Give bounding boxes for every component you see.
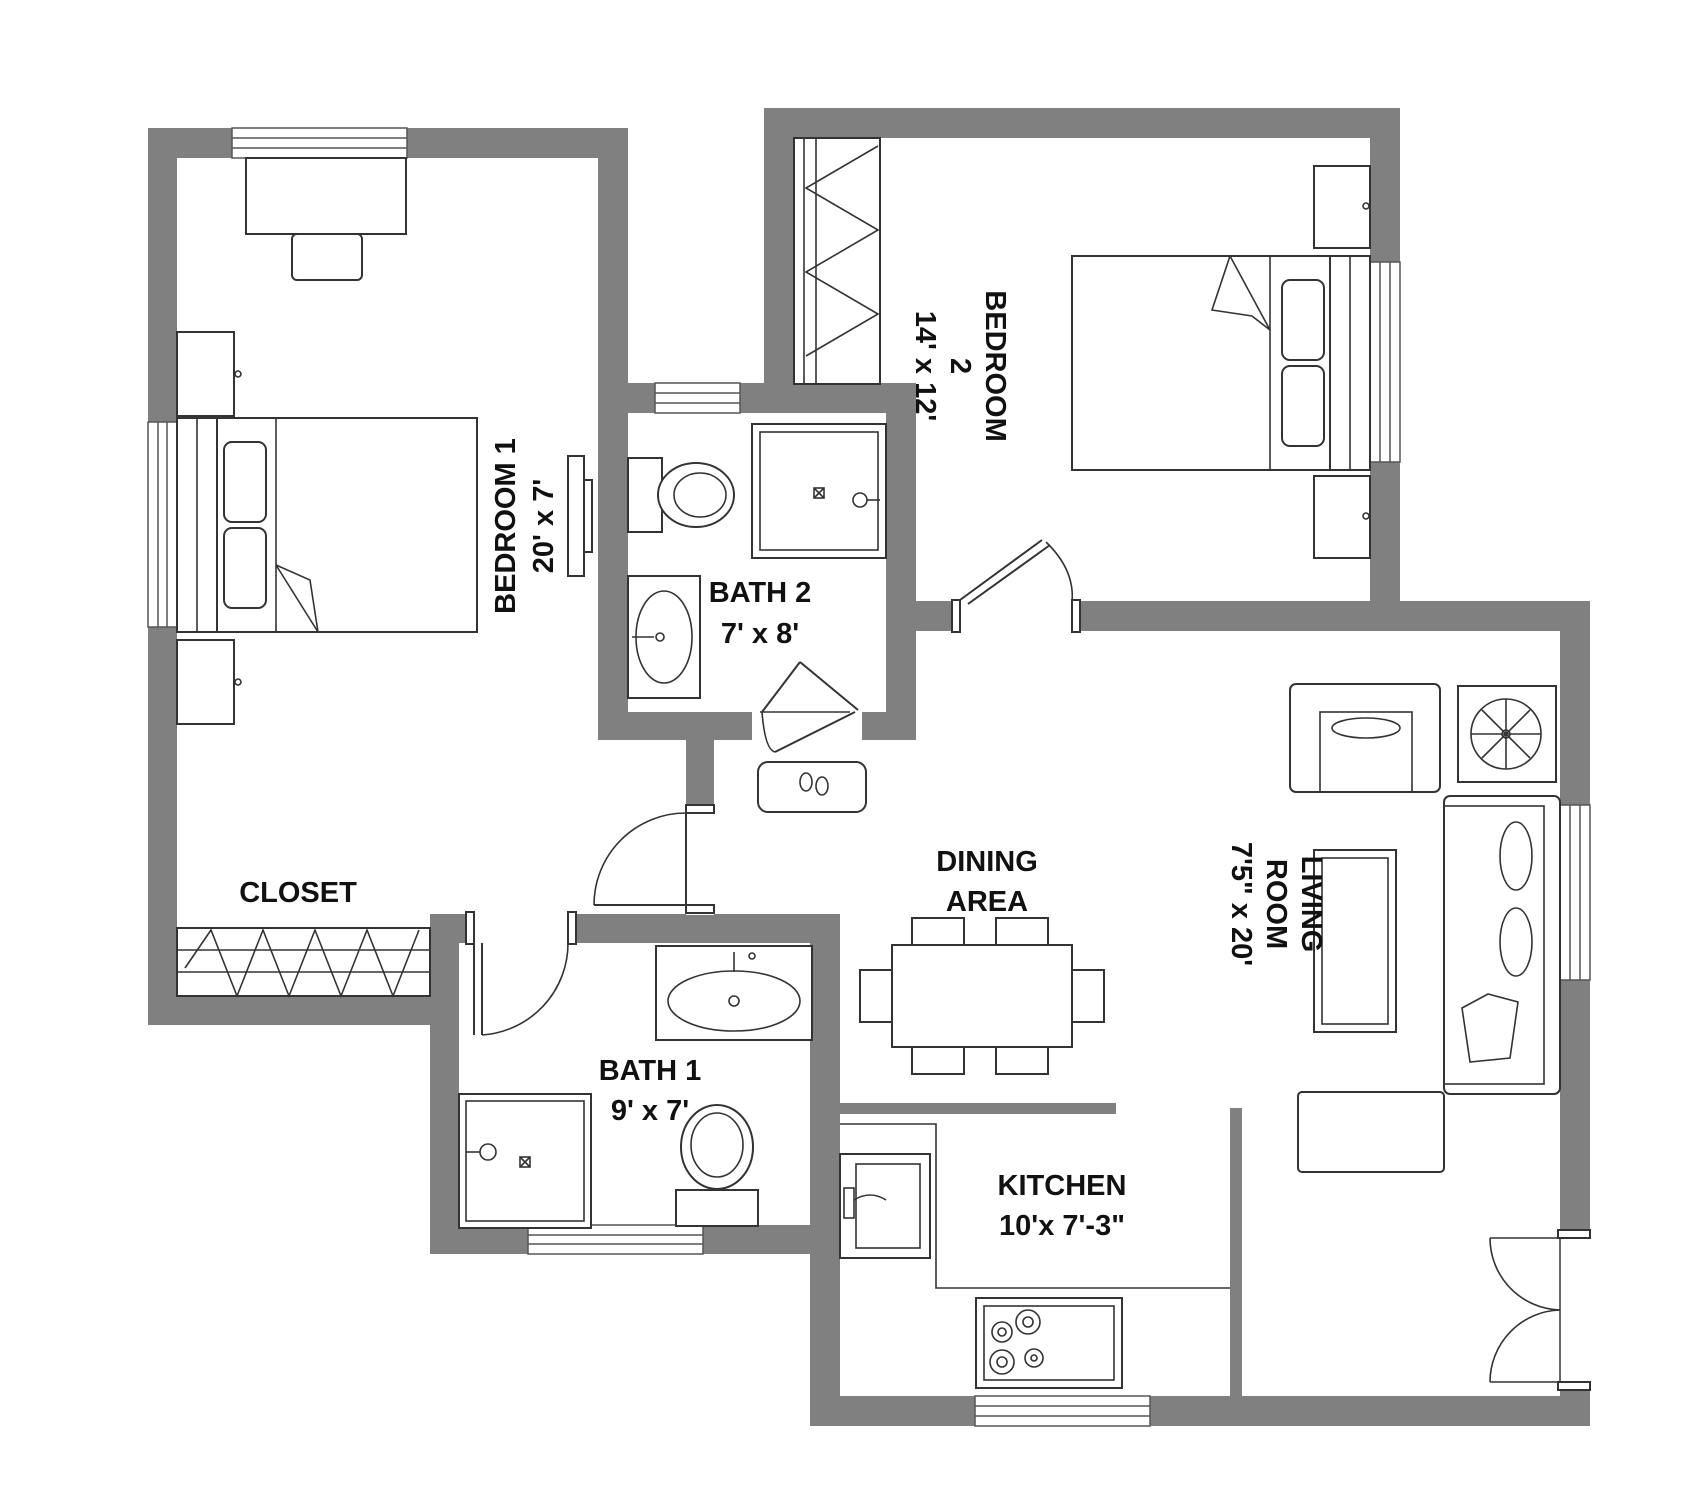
wall (1230, 1108, 1242, 1398)
wall (598, 128, 628, 383)
dining-area: AREA (946, 886, 1028, 918)
coffee-table (1313, 849, 1397, 1033)
label-living: LIVING ROOM 7'5" x 20' (1225, 842, 1327, 966)
shower-bath1 (458, 1093, 592, 1229)
desk-with-chair (245, 157, 407, 281)
room-labels: BEDROOM 1 20' x 7' BEDROOM 2 14' x 12' B… (239, 290, 1327, 1242)
wall (886, 383, 916, 740)
side-cabinet (1297, 1091, 1445, 1173)
bedroom2-size: 14' x 12' (909, 311, 941, 422)
windows (147, 127, 1591, 1427)
wall (686, 712, 714, 812)
sofa (1443, 795, 1561, 1095)
plant-pot (1457, 685, 1557, 783)
bed-bedroom1 (176, 417, 478, 633)
bath-mat (757, 761, 867, 813)
bath2-size: 7' x 8' (721, 618, 799, 650)
sink-bath2 (627, 575, 701, 699)
door-bath2 (752, 661, 862, 753)
wall (598, 383, 916, 413)
window-bath2 (654, 382, 741, 414)
toilet-bath2 (627, 457, 735, 533)
wall (764, 108, 1400, 138)
wall (810, 914, 840, 1108)
bath1-name: BATH 1 (599, 1055, 702, 1087)
bath1-size: 9' x 7' (611, 1095, 689, 1127)
door-bedroom1 (593, 804, 715, 915)
wall (764, 108, 794, 388)
door-entry (1489, 1229, 1592, 1391)
door-bath1 (465, 911, 577, 1036)
bedroom2-name: BEDROOM (979, 290, 1011, 441)
bed-bedroom2 (1071, 255, 1371, 471)
bedroom1-size: 20' x 7' (528, 479, 560, 573)
kitchen-size: 10'x 7'-3" (999, 1210, 1125, 1242)
door-bedroom2 (951, 539, 1081, 633)
doors (465, 539, 1592, 1391)
window-bedroom2-right (1369, 261, 1401, 463)
label-bedroom1: BEDROOM 1 20' x 7' (490, 438, 560, 614)
living-name: LIVING (1295, 856, 1327, 953)
nightstand (176, 639, 242, 725)
dining-name: DINING (936, 846, 1038, 878)
kitchen-sink (839, 1153, 931, 1259)
wall (148, 996, 433, 1025)
dining-table (859, 917, 1105, 1075)
stove (975, 1297, 1123, 1389)
kitchen-name: KITCHEN (998, 1170, 1127, 1202)
nightstand (1313, 475, 1371, 559)
nightstand (1313, 165, 1371, 249)
bedroom1-name: BEDROOM 1 (490, 438, 522, 614)
window-bath1-bottom (527, 1224, 704, 1255)
nightstand (176, 331, 242, 417)
living-size: 7'5" x 20' (1225, 842, 1257, 966)
wall (840, 1103, 1116, 1114)
wall (810, 1108, 840, 1426)
wardrobe-bedroom2 (793, 137, 881, 385)
wall (598, 383, 628, 740)
bedroom2-number: 2 (944, 358, 976, 374)
living-room: ROOM (1260, 859, 1292, 949)
closet-rack (176, 927, 431, 999)
wall (430, 914, 459, 1254)
shower-bath2 (751, 423, 887, 559)
wardrobe-bedroom1 (567, 455, 593, 577)
window-living-right (1559, 804, 1591, 981)
label-bedroom2: BEDROOM 2 14' x 12' (909, 290, 1011, 441)
closet-name: CLOSET (239, 877, 357, 909)
window-bedroom1-top (231, 127, 408, 159)
bath2-name: BATH 2 (709, 577, 812, 609)
window-bedroom1-left (147, 421, 178, 628)
window-kitchen-bottom (974, 1395, 1151, 1427)
sink-bath1 (655, 945, 813, 1041)
wall (810, 1396, 1590, 1426)
armchair (1289, 683, 1441, 793)
toilet-bath1 (675, 1104, 759, 1227)
kitchen-counter (840, 1123, 1230, 1289)
